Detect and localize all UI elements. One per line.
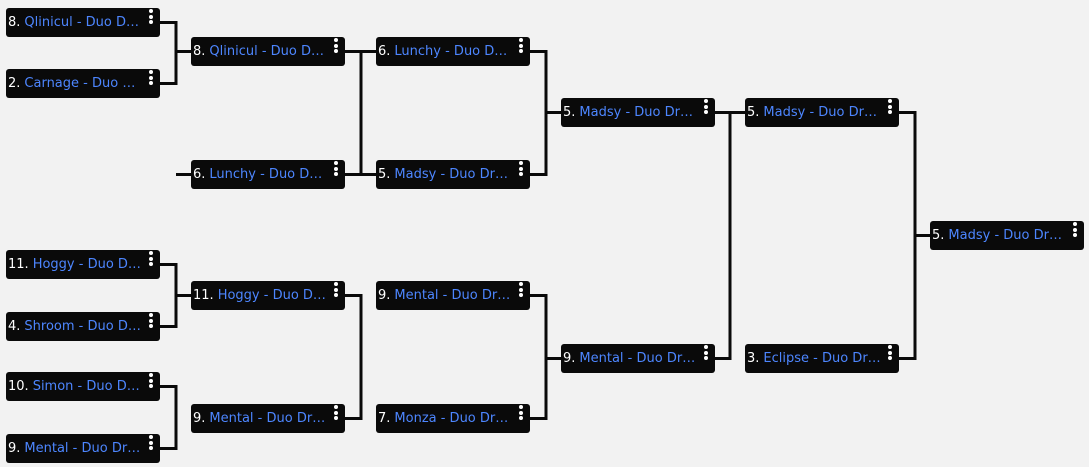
seed-number: 9. [8, 441, 21, 456]
bracket-connector-line [715, 111, 732, 360]
bracket-entry[interactable]: 7.Monza - Duo Draft Spring 2023 [376, 404, 530, 433]
seed-number: 4. [8, 319, 21, 334]
player-name-link[interactable]: Hoggy - Duo Draft Spring 2023 [32, 257, 142, 272]
kebab-menu-icon[interactable] [146, 9, 156, 24]
player-name-link[interactable]: Madsy - Duo Draft Spring 2023 [579, 105, 697, 120]
player-name-link[interactable]: Mental - Duo Draft Spring 2023 [24, 441, 142, 456]
kebab-menu-icon[interactable] [146, 70, 156, 85]
kebab-menu-icon[interactable] [516, 405, 526, 420]
bracket-entry[interactable]: 8.Qlinicul - Duo Draft Spring 2023 [191, 37, 345, 66]
bracket-connector-line [160, 21, 178, 85]
kebab-menu-icon[interactable] [331, 38, 341, 53]
bracket-connector-line [530, 294, 548, 420]
seed-number: 7. [378, 411, 391, 426]
seed-number: 9. [378, 288, 391, 303]
player-name-link[interactable]: Mental - Duo Draft Spring 2023 [579, 351, 697, 366]
bracket-entry[interactable]: 9.Mental - Duo Draft Spring 2023 [561, 344, 715, 373]
bracket-entry[interactable]: 3.Eclipse - Duo Draft Spring 2023 [745, 344, 899, 373]
kebab-menu-icon[interactable] [516, 38, 526, 53]
seed-number: 8. [193, 44, 206, 59]
kebab-menu-icon[interactable] [331, 161, 341, 176]
player-name-link[interactable]: Madsy - Duo Draft Spring 2023 [948, 228, 1066, 243]
player-name-link[interactable]: Monza - Duo Draft Spring 2023 [394, 411, 512, 426]
kebab-menu-icon[interactable] [146, 373, 156, 388]
bracket-entry[interactable]: 2.Carnage - Duo Draft Spring 2023 [6, 69, 160, 98]
player-name-link[interactable]: Qlinicul - Duo Draft Spring 2023 [209, 44, 327, 59]
bracket-entry[interactable]: 9.Mental - Duo Draft Spring 2023 [376, 281, 530, 310]
bracket-entry[interactable]: 5.Madsy - Duo Draft Spring 2023 [561, 98, 715, 127]
seed-number: 5. [747, 105, 760, 120]
kebab-menu-icon[interactable] [146, 251, 156, 266]
kebab-menu-icon[interactable] [331, 405, 341, 420]
bracket-connector-line [345, 294, 363, 420]
player-name-link[interactable]: Shroom - Duo Draft Spring 2023 [24, 319, 142, 334]
seed-number: 10. [8, 379, 29, 394]
player-name-link[interactable]: Madsy - Duo Draft Spring 2023 [763, 105, 881, 120]
bracket-entry[interactable]: 6.Lunchy - Duo Draft Spring 2023 [376, 37, 530, 66]
kebab-menu-icon[interactable] [885, 345, 895, 360]
bracket-entry[interactable]: 5.Madsy - Duo Draft Spring 2023 [745, 98, 899, 127]
seed-number: 5. [563, 105, 576, 120]
seed-number: 11. [8, 257, 29, 272]
bracket-entry[interactable]: 6.Lunchy - Duo Draft Spring 2023 [191, 160, 345, 189]
player-name-link[interactable]: Eclipse - Duo Draft Spring 2023 [763, 351, 881, 366]
kebab-menu-icon[interactable] [146, 435, 156, 450]
kebab-menu-icon[interactable] [885, 99, 895, 114]
bracket-entry[interactable]: 8.Qlinicul - Duo Draft Spring 2023 [6, 8, 160, 37]
kebab-menu-icon[interactable] [701, 345, 711, 360]
seed-number: 6. [193, 167, 206, 182]
seed-number: 2. [8, 76, 21, 91]
player-name-link[interactable]: Hoggy - Duo Draft Spring 2023 [217, 288, 327, 303]
seed-number: 5. [378, 167, 391, 182]
player-name-link[interactable]: Lunchy - Duo Draft Spring 2023 [394, 44, 512, 59]
bracket-entry[interactable]: 5.Madsy - Duo Draft Spring 2023 [376, 160, 530, 189]
kebab-menu-icon[interactable] [331, 282, 341, 297]
bracket-entry[interactable]: 9.Mental - Duo Draft Spring 2023 [6, 434, 160, 463]
bracket-connector-line [530, 50, 548, 176]
kebab-menu-icon[interactable] [1070, 222, 1080, 237]
seed-number: 9. [563, 351, 576, 366]
player-name-link[interactable]: Mental - Duo Draft Spring 2023 [394, 288, 512, 303]
seed-number: 3. [747, 351, 760, 366]
player-name-link[interactable]: Qlinicul - Duo Draft Spring 2023 [24, 15, 142, 30]
bracket-entry[interactable]: 11.Hoggy - Duo Draft Spring 2023 [191, 281, 345, 310]
bracket-entry[interactable]: 9.Mental - Duo Draft Spring 2023 [191, 404, 345, 433]
bracket-connector-line [899, 111, 917, 360]
seed-number: 5. [932, 228, 945, 243]
bracket-entry[interactable]: 4.Shroom - Duo Draft Spring 2023 [6, 312, 160, 341]
seed-number: 8. [8, 15, 21, 30]
bracket-entry[interactable]: 11.Hoggy - Duo Draft Spring 2023 [6, 250, 160, 279]
seed-number: 11. [193, 288, 214, 303]
seed-number: 9. [193, 411, 206, 426]
player-name-link[interactable]: Carnage - Duo Draft Spring 2023 [24, 76, 142, 91]
bracket-connector-line [160, 263, 178, 328]
player-name-link[interactable]: Lunchy - Duo Draft Spring 2023 [209, 167, 327, 182]
bracket-entry[interactable]: 5.Madsy - Duo Draft Spring 2023 [930, 221, 1084, 250]
player-name-link[interactable]: Madsy - Duo Draft Spring 2023 [394, 167, 512, 182]
bracket-entry[interactable]: 10.Simon - Duo Draft Spring 2023 [6, 372, 160, 401]
bracket-connector-line [160, 385, 178, 450]
kebab-menu-icon[interactable] [701, 99, 711, 114]
kebab-menu-icon[interactable] [516, 161, 526, 176]
kebab-menu-icon[interactable] [516, 282, 526, 297]
player-name-link[interactable]: Simon - Duo Draft Spring 2023 [32, 379, 142, 394]
bracket-connector-line [345, 50, 363, 176]
seed-number: 6. [378, 44, 391, 59]
kebab-menu-icon[interactable] [146, 313, 156, 328]
player-name-link[interactable]: Mental - Duo Draft Spring 2023 [209, 411, 327, 426]
